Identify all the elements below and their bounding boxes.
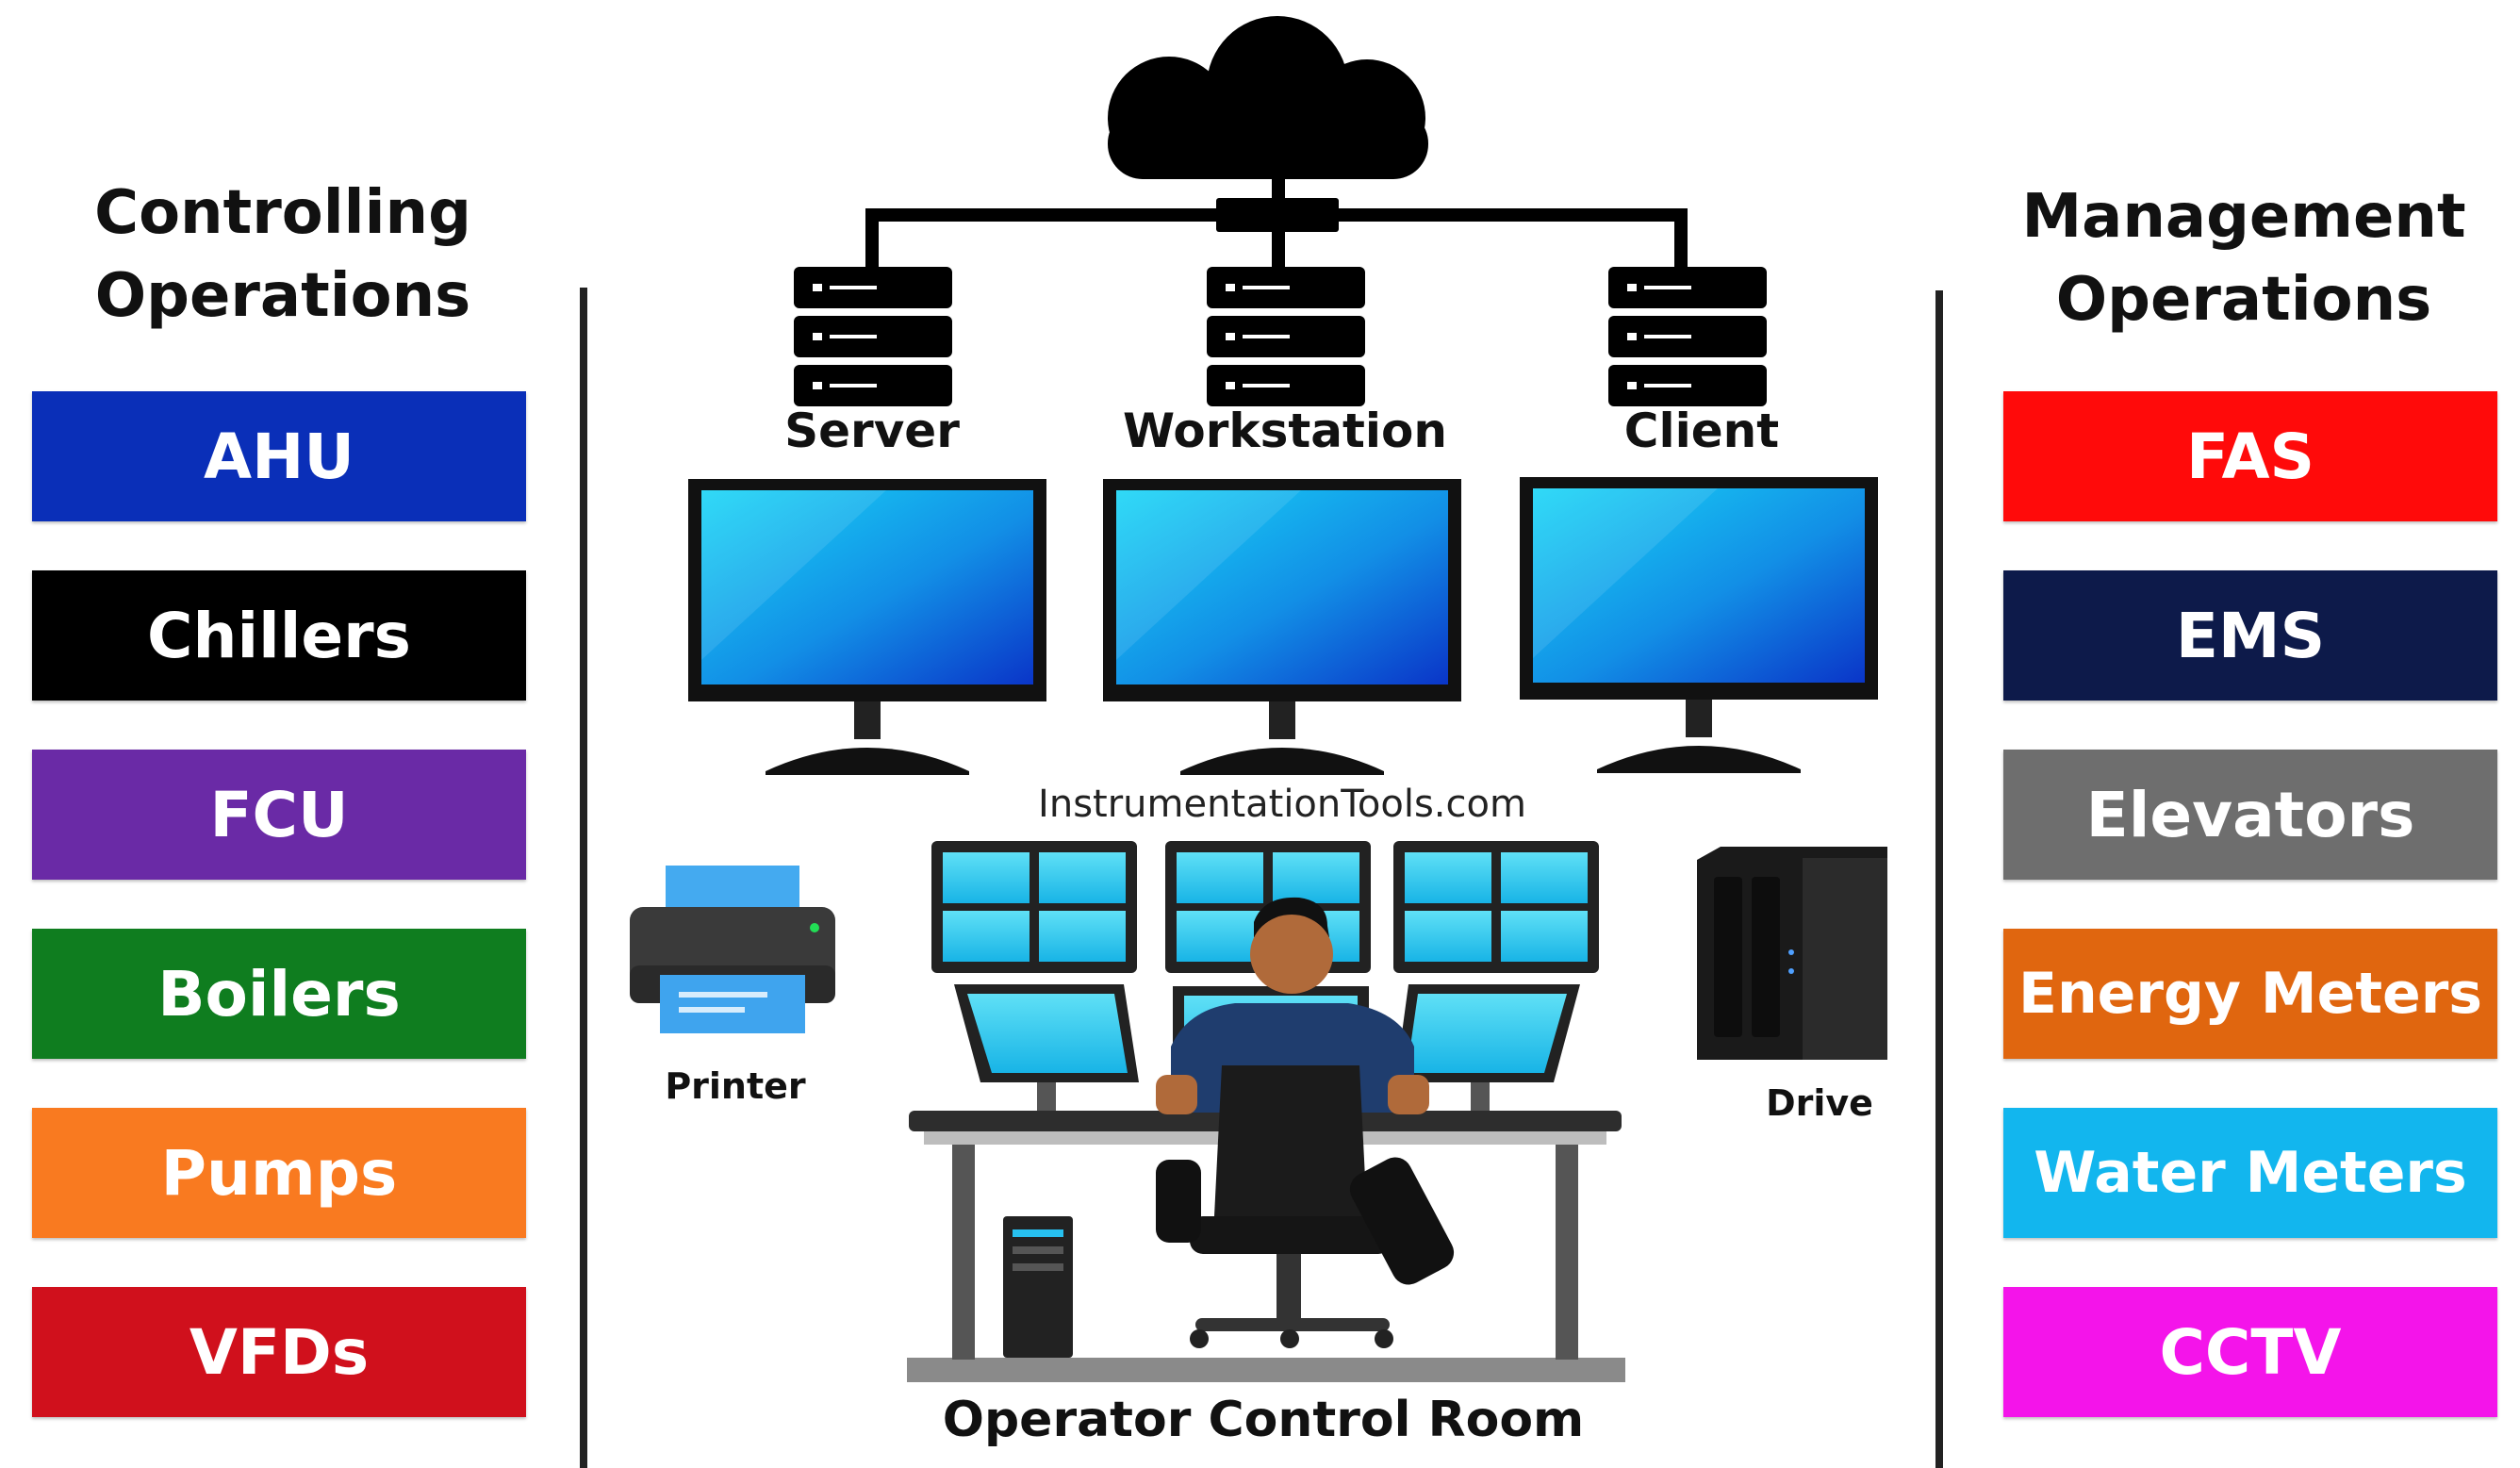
- management-item-energy-meters: Energy Meters: [2003, 929, 2497, 1059]
- server-label: Server: [784, 404, 960, 458]
- management-operations-heading: Management Operations: [1989, 175, 2498, 341]
- management-item-ems: EMS: [2003, 570, 2497, 701]
- management-item-label: EMS: [2175, 599, 2326, 672]
- server-rack-icon: [794, 267, 952, 406]
- controlling-item-label: AHU: [204, 420, 354, 493]
- management-item-water-meters: Water Meters: [2003, 1108, 2497, 1238]
- drive-icon: [1697, 847, 1887, 1060]
- right-divider: [1935, 290, 1943, 1468]
- management-item-cctv: CCTV: [2003, 1287, 2497, 1417]
- printer-icon: [630, 866, 835, 1033]
- workstation-monitor-icon: [1103, 479, 1461, 775]
- controlling-item-chillers: Chillers: [32, 570, 526, 701]
- controlling-heading-line1: Controlling: [94, 178, 471, 248]
- workstation-rack-icon: [1207, 267, 1365, 406]
- management-item-label: CCTV: [2159, 1315, 2342, 1389]
- cloud-icon: [1108, 16, 1428, 179]
- management-item-label: FAS: [2185, 420, 2315, 493]
- client-monitor-icon: [1520, 477, 1878, 773]
- controlling-item-pumps: Pumps: [32, 1108, 526, 1238]
- controlling-operations-heading: Controlling Operations: [38, 172, 528, 338]
- management-item-label: Water Meters: [2034, 1140, 2467, 1206]
- controlling-item-vfds: VFDs: [32, 1287, 526, 1417]
- network-connectors: [865, 170, 1688, 267]
- controlling-item-label: Pumps: [160, 1136, 398, 1210]
- printer-label: Printer: [665, 1065, 806, 1107]
- controlling-item-label: Chillers: [147, 599, 411, 672]
- left-divider: [580, 288, 587, 1468]
- controlling-item-label: VFDs: [189, 1315, 370, 1389]
- management-heading-line1: Management: [2021, 182, 2466, 252]
- controlling-heading-line2: Operations: [94, 261, 471, 331]
- controlling-item-boilers: Boilers: [32, 929, 526, 1059]
- management-item-elevators: Elevators: [2003, 750, 2497, 880]
- server-monitor-icon: [688, 479, 1046, 775]
- controlling-item-ahu: AHU: [32, 391, 526, 521]
- management-item-fas: FAS: [2003, 391, 2497, 521]
- controlling-item-fcu: FCU: [32, 750, 526, 880]
- client-label: Client: [1623, 404, 1780, 458]
- watermark-text: InstrumentationTools.com: [1038, 783, 1526, 826]
- management-item-label: Energy Meters: [2018, 961, 2482, 1027]
- management-item-label: Elevators: [2085, 778, 2415, 851]
- controlling-item-label: Boilers: [157, 957, 401, 1031]
- drive-label: Drive: [1766, 1082, 1873, 1124]
- management-heading-line2: Operations: [2055, 265, 2432, 335]
- controlling-item-label: FCU: [209, 778, 349, 851]
- operator-control-room-label: Operator Control Room: [942, 1392, 1585, 1448]
- workstation-label: Workstation: [1122, 404, 1448, 458]
- control-room-illustration: [907, 841, 1625, 1382]
- client-rack-icon: [1608, 267, 1767, 406]
